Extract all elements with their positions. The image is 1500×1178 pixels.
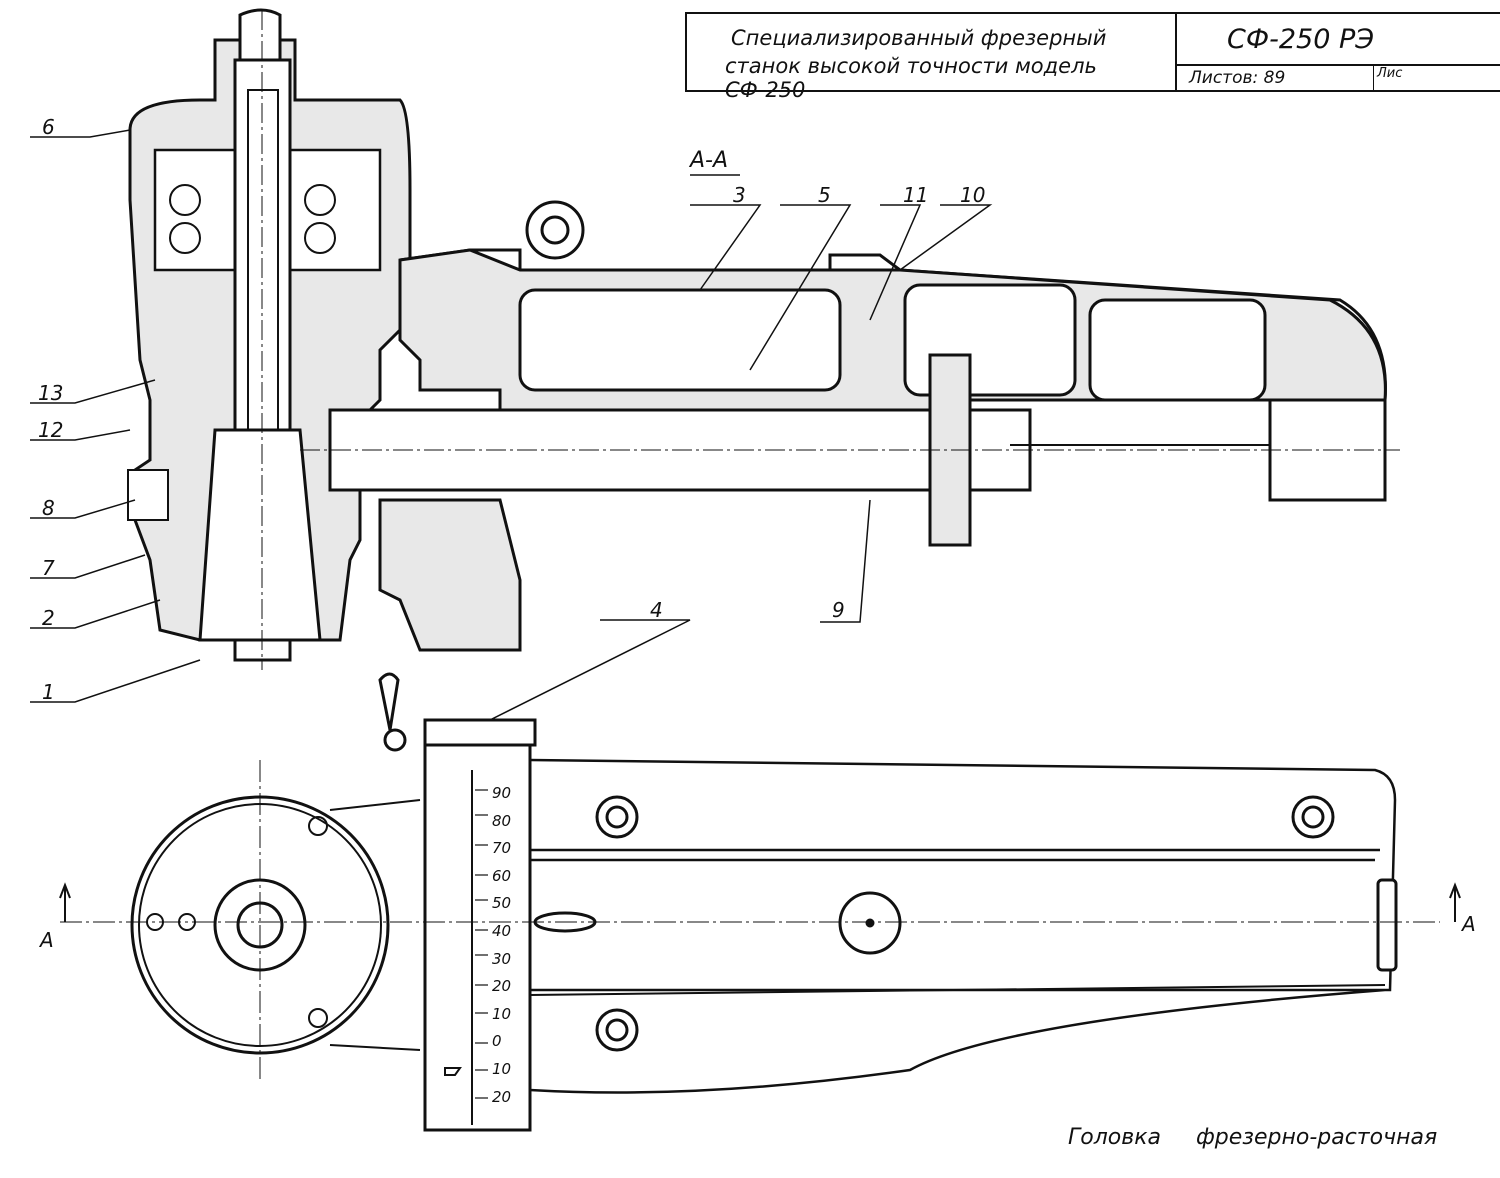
document-code: СФ-250 РЭ [1227, 24, 1375, 55]
title-description-cell: Специализированный фрезерный станок высо… [687, 14, 1177, 102]
vernier-scale: 90 80 70 60 50 40 30 20 10 0 10 20 [492, 780, 511, 1111]
part-label-11: 11 [903, 183, 929, 207]
title-line-1: Специализированный фрезерный [731, 26, 1107, 50]
arm-section [300, 200, 1400, 652]
scale-tick: 80 [492, 811, 512, 830]
section-marker-right: А [1462, 912, 1476, 936]
part-label-3: 3 [733, 183, 746, 207]
part-label-8: 8 [42, 496, 55, 520]
plan-view [59, 672, 1461, 1132]
scale-tick: 70 [492, 839, 512, 858]
scale-tick: 50 [492, 894, 512, 913]
part-label-9: 9 [832, 598, 845, 622]
part-label-6: 6 [42, 115, 55, 139]
sheets-count: Листов: 89 [1189, 68, 1286, 88]
part-label-12: 12 [38, 418, 64, 442]
scale-tick: 90 [492, 784, 512, 802]
sheet-label-truncated: Лис [1373, 66, 1402, 92]
scale-tick: 10 [492, 1059, 512, 1078]
scale-tick: 0 [492, 1032, 502, 1051]
scale-tick: 20 [492, 1087, 512, 1106]
scale-tick: 20 [492, 977, 512, 996]
scale-tick: 60 [492, 866, 512, 885]
leader-lines [30, 129, 993, 731]
spindle-head-section [127, 8, 412, 670]
part-label-1: 1 [42, 680, 55, 704]
part-label-4: 4 [650, 598, 663, 622]
title-block: Специализированный фрезерный станок высо… [685, 12, 1500, 102]
part-label-7: 7 [42, 556, 55, 580]
scale-tick: 10 [492, 1004, 512, 1023]
scale-tick: 40 [492, 921, 512, 940]
part-label-13: 13 [38, 381, 64, 405]
title-line-2: станок высокой точности модель СФ-250 [725, 54, 1097, 102]
part-label-5: 5 [818, 183, 831, 207]
part-label-10: 10 [960, 183, 986, 207]
scale-tick: 30 [492, 949, 512, 968]
section-marker-left: А [40, 928, 54, 952]
drawing-caption: Головка фрезерно-расточная [1068, 1125, 1438, 1150]
part-label-2: 2 [42, 606, 55, 630]
section-title: А-А [690, 148, 729, 173]
sheets-row: Листов: 89 Лис [1177, 64, 1500, 92]
